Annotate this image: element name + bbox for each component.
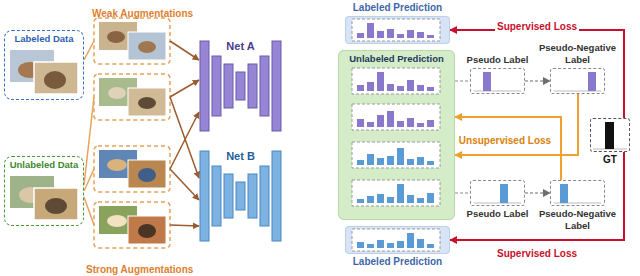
data-title: Labeled Data xyxy=(5,33,83,45)
ground-truth-box: GT xyxy=(590,118,630,152)
input-arrow xyxy=(170,41,199,226)
label-title: Pseudo-Negative Label xyxy=(536,42,620,66)
panel-title: Labeled Prediction xyxy=(333,2,463,14)
unsupervised-loss-arrow xyxy=(455,117,561,180)
label-box: Pseudo Label xyxy=(470,68,525,94)
negation-arrow xyxy=(525,192,550,193)
network-name: Net B xyxy=(200,150,281,163)
supervised-loss-arrow xyxy=(450,152,624,240)
augmentation-box xyxy=(94,18,170,248)
panel-title: Unlabeled Prediction xyxy=(339,53,454,65)
label-title: GT xyxy=(590,154,630,166)
network: Net A xyxy=(200,36,281,136)
prediction-panel: Labeled Prediction xyxy=(345,226,450,254)
data-box: Unlabeled Data xyxy=(4,156,84,226)
prediction-panel: Labeled Prediction xyxy=(345,16,450,44)
augmentation-link xyxy=(84,41,94,225)
data-box: Labeled Data xyxy=(4,30,84,100)
label-box: Pseudo Label xyxy=(470,180,525,206)
negation-arrow xyxy=(525,80,550,81)
panel-fill xyxy=(345,226,450,254)
loss-label: Supervised Loss xyxy=(495,248,579,260)
label-title: Pseudo-Negative Label xyxy=(536,208,620,232)
label-box: Pseudo-Negative Label xyxy=(550,180,605,206)
augmented-photo xyxy=(99,22,166,244)
augmentation-title: Weak Augmentations xyxy=(92,8,193,20)
pseudo-label-link xyxy=(455,80,470,81)
augmentation-title: Strong Augmentations xyxy=(86,264,193,276)
network-layers xyxy=(200,41,281,131)
panel-title: Labeled Prediction xyxy=(333,256,463,268)
histogram-bars xyxy=(357,148,434,248)
data-title: Unlabeled Data xyxy=(5,159,83,171)
histogram-bars xyxy=(357,23,434,127)
unsupervised-loss-arrow xyxy=(455,94,578,155)
prediction-panel: Unlabeled Prediction xyxy=(338,50,455,220)
pseudo-label-link xyxy=(455,192,470,193)
label-box: Pseudo-Negative Label xyxy=(550,68,605,94)
panel-fill xyxy=(345,16,450,44)
label-title: Pseudo Label xyxy=(456,208,540,220)
label-title: Pseudo Label xyxy=(456,54,540,66)
panel-fill xyxy=(338,50,455,220)
network: Net B xyxy=(200,146,281,246)
supervised-loss-arrow xyxy=(450,30,624,118)
loss-label: Supervised Loss xyxy=(495,21,579,33)
photo xyxy=(10,50,78,220)
loss-label: Unsupervised Loss xyxy=(457,135,553,147)
network-name: Net A xyxy=(200,40,281,53)
network-layers xyxy=(200,151,281,241)
